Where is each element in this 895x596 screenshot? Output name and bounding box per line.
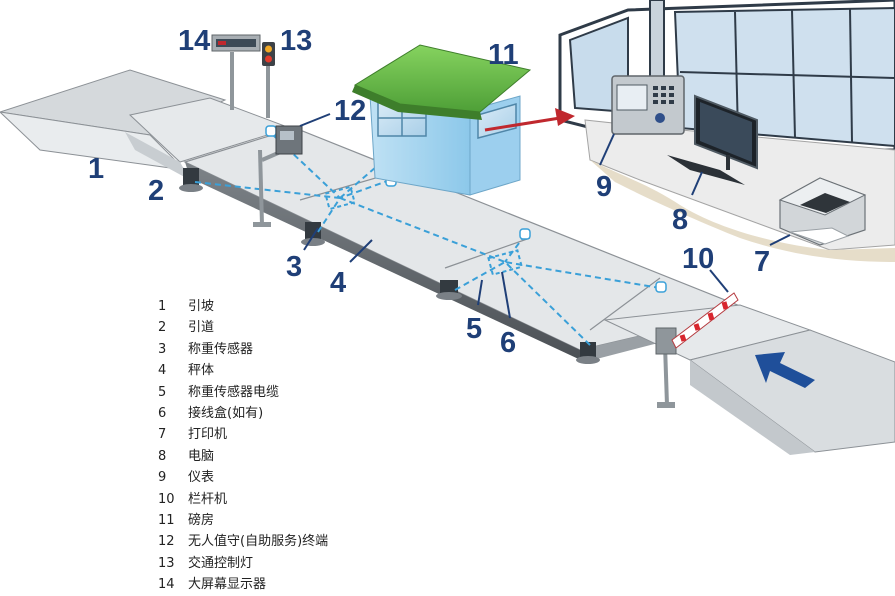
barrier-gate <box>655 292 739 408</box>
legend-item: 10 栏杆机 <box>158 489 418 510</box>
load-cell <box>580 342 596 360</box>
legend-item: 11 磅房 <box>158 510 418 531</box>
legend-item: 5 称重传感器电缆 <box>158 382 418 403</box>
legend-label: 无人值守(自助服务)终端 <box>188 534 329 550</box>
large-display-board <box>211 34 261 110</box>
callout-5: 5 <box>466 313 482 345</box>
legend-label: 栏杆机 <box>188 491 228 507</box>
legend-list: 1 引坡 2 引道 3 称重传感器 4 秤体 5 称重传感器电缆 6 接线盒(如有) 7 打印… <box>158 296 418 595</box>
legend-item: 14 大屏幕显示器 <box>158 574 418 595</box>
callout-9: 9 <box>596 171 612 203</box>
callout-leaders <box>303 227 729 319</box>
legend-number: 1 <box>158 299 167 314</box>
load-cell <box>305 222 321 242</box>
weighing-terminal <box>599 75 685 166</box>
legend-item: 8 电脑 <box>158 446 418 467</box>
legend-label: 电脑 <box>188 448 215 464</box>
callout-8: 8 <box>672 204 688 236</box>
legend-number: 11 <box>158 512 175 528</box>
legend-number: 10 <box>158 491 175 507</box>
legend-number: 4 <box>158 363 167 379</box>
legend-item: 1 引坡 <box>158 296 418 317</box>
callout-10: 10 <box>682 243 714 275</box>
legend-number: 13 <box>158 555 175 571</box>
legend-label: 接线盒(如有) <box>188 405 264 421</box>
callout-2: 2 <box>148 175 164 207</box>
callout-1: 1 <box>88 153 104 185</box>
computer <box>667 94 758 196</box>
legend-number: 6 <box>158 405 167 421</box>
callout-3: 3 <box>286 251 302 283</box>
callout-12: 12 <box>334 95 366 127</box>
callout-numbers: 1 2 3 4 5 6 7 8 9 10 11 12 13 14 <box>88 25 770 359</box>
legend-label: 引道 <box>188 320 215 336</box>
legend-label: 打印机 <box>188 427 228 443</box>
legend-label: 大屏幕显示器 <box>188 577 267 593</box>
unattended-terminal <box>253 113 331 227</box>
legend-label: 秤体 <box>188 363 215 379</box>
legend-item: 3 称重传感器 <box>158 339 418 360</box>
connection-arrow <box>484 108 575 132</box>
callout-11: 11 <box>488 39 519 71</box>
callout-13: 13 <box>280 25 312 57</box>
callout-14: 14 <box>178 25 210 57</box>
callout-4: 4 <box>330 267 346 299</box>
legend-item: 12 无人值守(自助服务)终端 <box>158 531 418 552</box>
weighing-booth <box>352 44 532 196</box>
callout-7: 7 <box>754 246 770 278</box>
direction-arrow-icon <box>755 352 815 388</box>
legend-item: 13 交通控制灯 <box>158 553 418 574</box>
callout-6: 6 <box>500 327 516 359</box>
legend-number: 2 <box>158 320 167 336</box>
legend-number: 8 <box>158 448 167 464</box>
legend-label: 磅房 <box>188 512 215 528</box>
legend-item: 7 打印机 <box>158 424 418 445</box>
legend-label: 仪表 <box>188 470 215 486</box>
legend-number: 3 <box>158 341 167 357</box>
legend-item: 4 秤体 <box>158 360 418 381</box>
legend-label: 交通控制灯 <box>188 555 254 571</box>
legend-item: 6 接线盒(如有) <box>158 403 418 424</box>
junction-box <box>487 249 524 276</box>
legend-label: 引坡 <box>188 299 215 314</box>
legend-number: 14 <box>158 577 175 593</box>
legend-number: 7 <box>158 427 167 443</box>
legend-number: 9 <box>158 470 167 486</box>
printer <box>769 177 867 246</box>
approach-ramp-right <box>603 304 895 455</box>
load-cell <box>440 280 458 296</box>
legend-label: 称重传感器 <box>188 341 254 357</box>
legend-number: 12 <box>158 534 175 550</box>
traffic-control-light <box>262 42 275 118</box>
legend-item: 2 引道 <box>158 317 418 338</box>
legend-item: 9 仪表 <box>158 467 418 488</box>
legend-label: 称重传感器电缆 <box>188 384 280 400</box>
legend-number: 5 <box>158 384 167 400</box>
